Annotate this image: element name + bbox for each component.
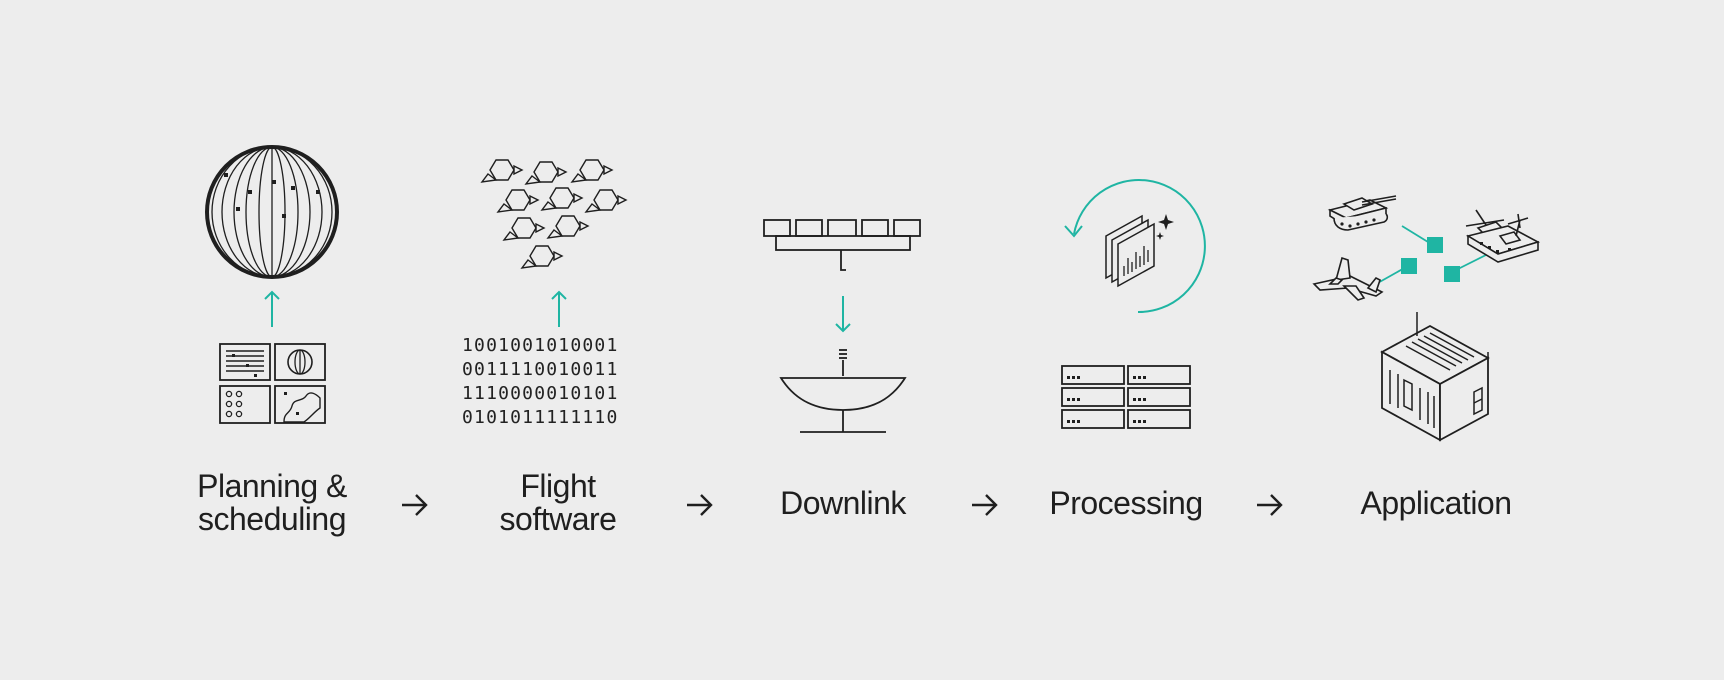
binary-line: 0011110010011 — [462, 359, 619, 380]
server-rack-icon — [1061, 365, 1191, 429]
satellite-icon — [763, 219, 921, 271]
stage-label-line: Downlink — [780, 485, 906, 521]
fighter-jet-icon — [1312, 256, 1384, 301]
satellite-constellation-icon — [480, 159, 628, 269]
helicopter-ship-icon — [1465, 209, 1541, 263]
up-arrow-icon — [551, 290, 567, 327]
dashboard-tiles-icon — [219, 343, 326, 424]
flow-arrow-icon — [1257, 494, 1283, 516]
flow-arrow-icon — [402, 494, 428, 516]
stage-label-line: Flight — [520, 468, 596, 504]
binary-line: 1001001010001 — [462, 335, 619, 356]
ground-station-dish-icon — [779, 349, 907, 433]
layered-charts-icon — [1105, 214, 1174, 288]
down-arrow-icon — [835, 296, 851, 333]
network-node-icon — [1444, 266, 1460, 282]
flow-arrow-icon — [687, 494, 713, 516]
refresh-cycle-icon — [1064, 179, 1206, 314]
stage-label-line: Planning & — [197, 468, 347, 504]
flow-arrow-icon — [972, 494, 998, 516]
network-node-icon — [1427, 237, 1443, 253]
stage-label-processing: Processing — [1006, 487, 1246, 520]
up-arrow-icon — [264, 290, 280, 327]
stage-label-line: scheduling — [198, 501, 347, 537]
stage-label-line: Application — [1360, 485, 1512, 521]
stage-label-flight: Flight software — [438, 470, 678, 536]
binary-line: 1110000010101 — [462, 383, 619, 404]
stage-label-line: software — [499, 501, 617, 537]
network-node-icon — [1401, 258, 1417, 274]
stage-label-application: Application — [1316, 487, 1556, 520]
globe-icon — [205, 145, 339, 279]
stage-label-downlink: Downlink — [723, 487, 963, 520]
binary-code: 1001001010001 0011110010011 111000001010… — [462, 334, 662, 430]
shipping-container-icon — [1380, 312, 1490, 442]
binary-line: 0101011111110 — [462, 407, 619, 428]
stage-label-line: Processing — [1049, 485, 1203, 521]
stage-label-planning: Planning & scheduling — [152, 470, 392, 536]
tank-icon — [1327, 195, 1397, 231]
